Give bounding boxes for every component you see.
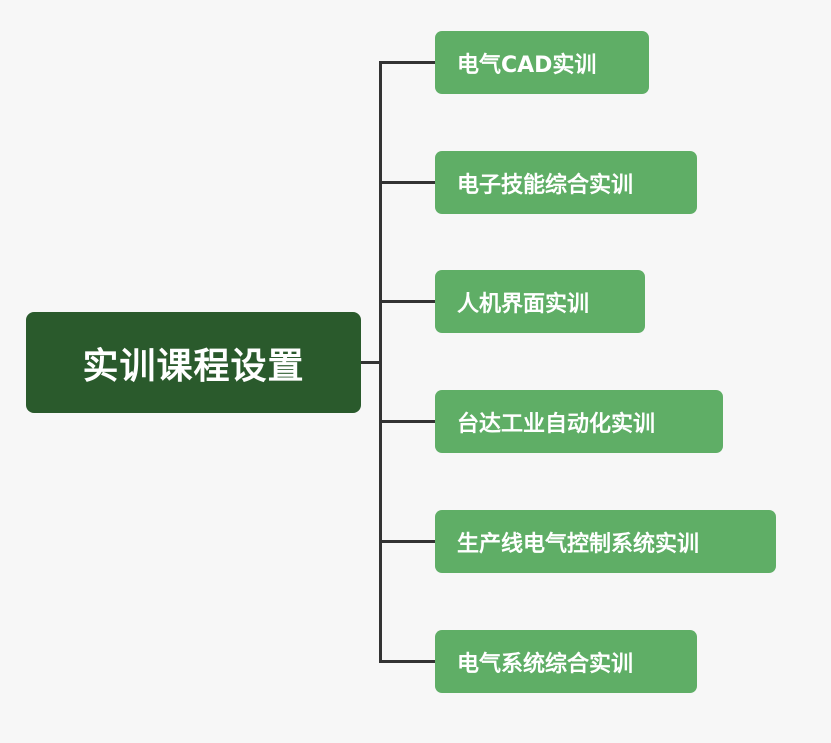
root-node-label: 实训课程设置 — [82, 345, 305, 387]
child-node-6: 电气系统综合实训 — [435, 630, 697, 693]
child-node-2: 电子技能综合实训 — [435, 151, 697, 214]
trunk-connector — [379, 61, 382, 663]
child-node-5: 生产线电气控制系统实训 — [435, 510, 776, 573]
branch-connector-1 — [379, 61, 435, 64]
child-node-3: 人机界面实训 — [435, 270, 645, 333]
root-node: 实训课程设置 — [26, 312, 361, 413]
branch-connector-2 — [379, 181, 435, 184]
child-node-label: 电气CAD实训 — [457, 52, 597, 78]
branch-connector-3 — [379, 300, 435, 303]
child-node-label: 生产线电气控制系统实训 — [457, 531, 700, 557]
child-node-label: 人机界面实训 — [457, 291, 590, 317]
child-node-1: 电气CAD实训 — [435, 31, 649, 94]
child-node-label: 电子技能综合实训 — [457, 172, 634, 198]
child-node-label: 台达工业自动化实训 — [457, 411, 656, 437]
branch-connector-4 — [379, 420, 435, 423]
child-node-4: 台达工业自动化实训 — [435, 390, 723, 453]
root-connector — [361, 361, 381, 364]
child-node-label: 电气系统综合实训 — [457, 651, 634, 677]
branch-connector-6 — [379, 660, 435, 663]
branch-connector-5 — [379, 540, 435, 543]
